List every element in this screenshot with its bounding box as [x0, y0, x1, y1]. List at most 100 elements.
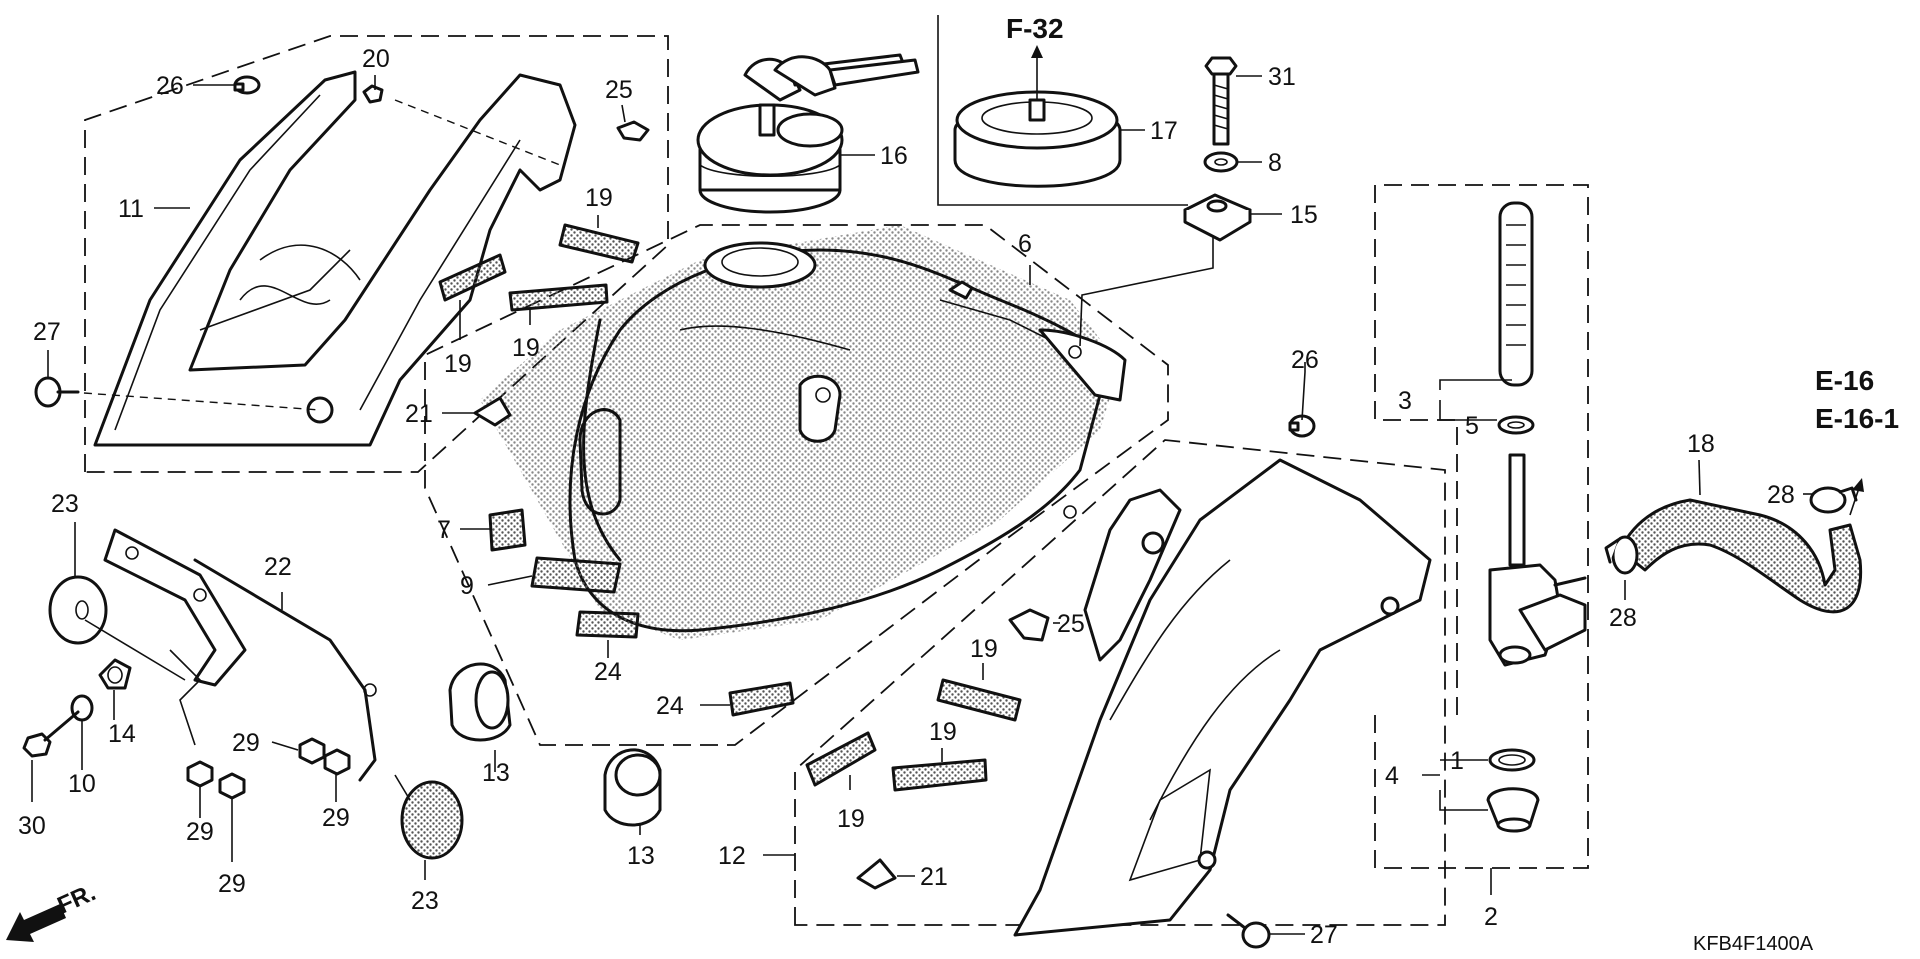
callout-27-right: 27 [1310, 921, 1338, 949]
callout-19-b: 19 [444, 350, 472, 378]
collar-14 [98, 658, 132, 690]
sticker-19-a [558, 223, 640, 264]
o-ring-1 [1488, 748, 1536, 772]
callout-5: 5 [1465, 412, 1479, 440]
sticker-24-a [575, 610, 640, 639]
grommet-23-b [400, 780, 464, 860]
group-box-left-shroud [84, 35, 669, 473]
callout-19-d: 19 [970, 635, 998, 663]
bolt-26-right [1288, 414, 1316, 438]
o-ring-5 [1497, 415, 1535, 435]
callout-29-d: 29 [322, 804, 350, 832]
bumper-21-b [856, 858, 897, 890]
callout-20: 20 [362, 45, 390, 73]
sticker-24-b [728, 681, 795, 717]
callout-19-a: 19 [585, 184, 613, 212]
clip-25-top [616, 120, 650, 142]
callout-31: 31 [1268, 63, 1296, 91]
fuel-cap [953, 45, 1122, 188]
nut-29-a [186, 760, 214, 788]
clip-25-mid [1008, 608, 1050, 642]
callout-27-left: 27 [33, 318, 61, 346]
cushion-13-b [603, 748, 662, 827]
grommet-bracket-lines [84, 619, 411, 801]
callout-1: 1 [1450, 747, 1464, 775]
leader-lines [31, 75, 1812, 935]
nut-29-c [298, 737, 326, 765]
f32-frame [937, 15, 1188, 206]
callout-19-e: 19 [837, 805, 865, 833]
callout-9: 9 [460, 572, 474, 600]
callout-2: 2 [1484, 903, 1498, 931]
front-arrow-icon [6, 904, 66, 942]
nut-29-d [323, 748, 351, 776]
hose-clip-28-a [1604, 535, 1639, 575]
callout-18: 18 [1687, 430, 1715, 458]
bolt-26-left [233, 75, 261, 95]
ref-e16: E-16 [1815, 365, 1874, 396]
callout-23-bottom: 23 [411, 887, 439, 915]
sticker-19-c [508, 283, 609, 312]
callout-13-b: 13 [627, 842, 655, 870]
callout-11: 11 [118, 195, 144, 223]
bracket-22 [103, 528, 377, 782]
sticker-19-d [936, 678, 1022, 722]
callout-16: 16 [880, 142, 908, 170]
callout-10: 10 [68, 770, 96, 798]
sticker-19-f [891, 758, 988, 792]
callout-21-b: 21 [920, 863, 948, 891]
group-box-right-shroud [794, 439, 1446, 926]
callout-17: 17 [1150, 117, 1178, 145]
figure-code: KFB4F1400A [1693, 933, 1814, 955]
cushion-13-a [448, 662, 512, 742]
callout-22: 22 [264, 553, 292, 581]
ref-e16-1: E-16-1 [1815, 403, 1899, 434]
callout-28-left: 28 [1609, 604, 1637, 632]
callout-3: 3 [1398, 387, 1412, 415]
callout-30: 30 [18, 812, 46, 840]
callout-29-a: 29 [186, 818, 214, 846]
callout-25-top: 25 [605, 76, 633, 104]
fuel-tank [480, 225, 1127, 640]
sticker-9 [530, 556, 622, 594]
callout-28-right: 28 [1767, 481, 1795, 509]
callout-14: 14 [108, 720, 136, 748]
bumper-21-a [473, 396, 512, 427]
callout-4: 4 [1385, 762, 1399, 790]
right-shroud [1013, 458, 1432, 937]
nut-29-b [218, 772, 246, 800]
callout-15: 15 [1290, 201, 1318, 229]
sticker-19-b [438, 253, 507, 302]
bolt-30 [22, 710, 80, 758]
bolt-27-right [1226, 913, 1271, 949]
group-box-cock-lower [1374, 715, 1589, 869]
bolt-27-left [34, 376, 80, 408]
callout-23-top: 23 [51, 490, 79, 518]
callout-25-mid: 25 [1057, 610, 1085, 638]
callout-26-right: 26 [1291, 346, 1319, 374]
callout-19-c: 19 [512, 334, 540, 362]
e16-arrow-head [1852, 478, 1864, 492]
callout-6: 6 [1018, 230, 1032, 258]
clip-20 [362, 84, 384, 104]
sticker-19-e [805, 731, 877, 787]
callout-19-f: 19 [929, 718, 957, 746]
cup-4 [1486, 787, 1540, 833]
callout-12: 12 [718, 842, 746, 870]
callout-29-b: 29 [218, 870, 246, 898]
hose-clip-28-b [1809, 486, 1858, 514]
callout-29-c: 29 [232, 729, 260, 757]
fuel-hose-18 [1618, 498, 1863, 614]
callout-13-a: 13 [482, 759, 510, 787]
ref-f32: F-32 [1006, 13, 1064, 44]
washer-8 [1203, 151, 1239, 173]
fuel-cap-with-key [696, 53, 920, 214]
group-box-cock [1374, 184, 1589, 715]
callout-24-b: 24 [656, 692, 684, 720]
callout-26-left: 26 [156, 72, 184, 100]
strainer-3 [1498, 201, 1534, 387]
callout-24-a: 24 [594, 658, 622, 686]
sticker-7 [488, 508, 527, 552]
grommet-23-a [48, 575, 108, 645]
callout-labels: 26 20 25 16 F-32 17 31 8 15 11 19 6 27 1… [18, 13, 1899, 955]
